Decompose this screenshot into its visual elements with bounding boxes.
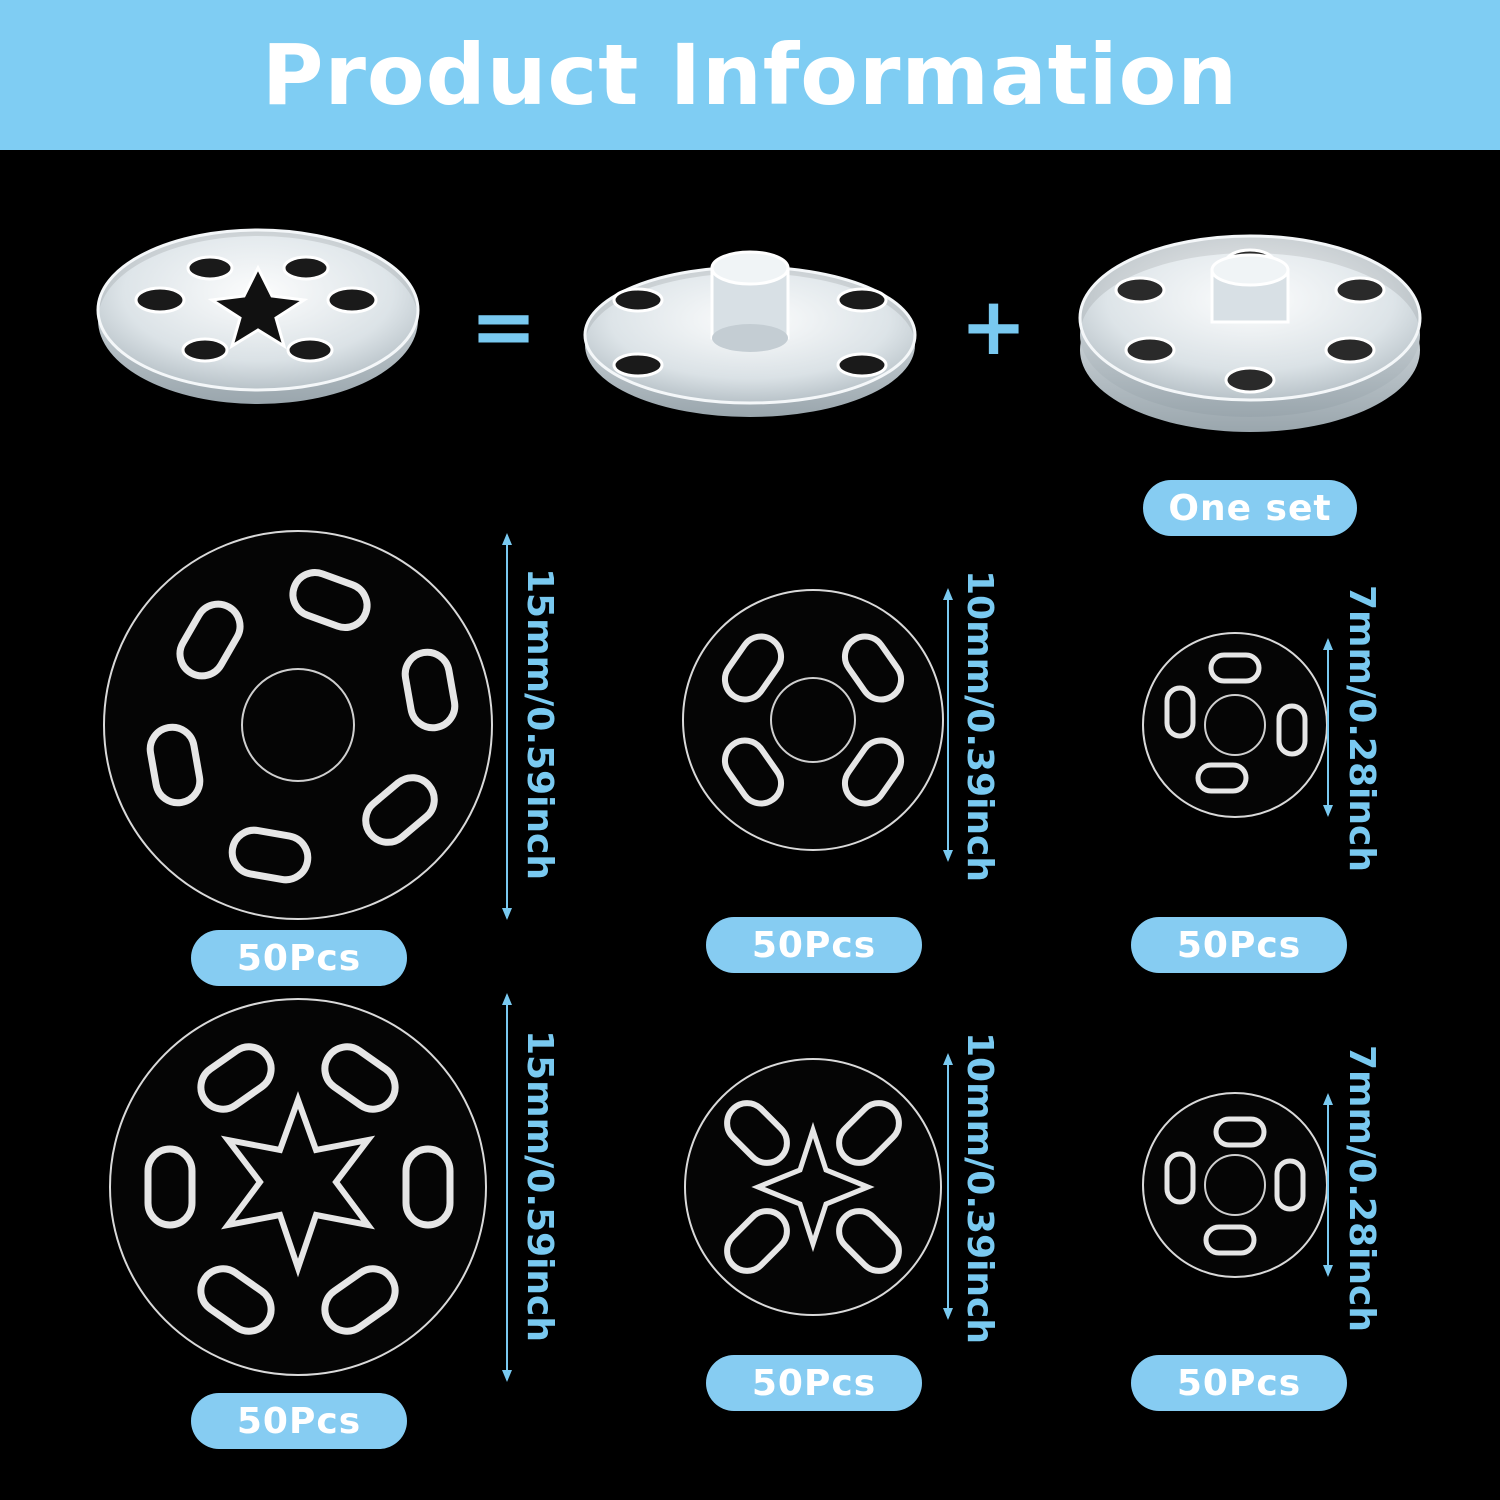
snap-socket-perspective (96, 228, 420, 404)
equals-sign: = (470, 280, 538, 373)
one-set-badge: One set (1143, 480, 1357, 536)
snap-socket-7mm (1142, 1092, 1328, 1278)
qty-label: 50Pcs (751, 1362, 877, 1404)
size-label-10mm-row2: 10mm/0.39inch (959, 1032, 1000, 1345)
qty-label: 50Pcs (236, 1400, 362, 1442)
size-label-7mm-row1: 7mm/0.28inch (1341, 585, 1382, 872)
qty-label: 50Pcs (751, 924, 877, 966)
snap-stud-10mm (682, 589, 944, 851)
qty-badge-7mm-row1: 50Pcs (1131, 917, 1347, 973)
qty-badge-15mm-row2: 50Pcs (191, 1393, 407, 1449)
plus-sign: + (960, 280, 1028, 373)
qty-badge-15mm-row1: 50Pcs (191, 930, 407, 986)
snap-stud-7mm (1142, 632, 1328, 818)
page-title: Product Information (261, 26, 1239, 124)
snap-stud-perspective (583, 250, 917, 417)
snap-set-perspective (1078, 234, 1422, 432)
qty-badge-10mm-row1: 50Pcs (706, 917, 922, 973)
qty-badge-7mm-row2: 50Pcs (1131, 1355, 1347, 1411)
qty-label: 50Pcs (1176, 924, 1302, 966)
snap-socket-10mm (684, 1058, 942, 1316)
snap-socket-15mm (109, 998, 487, 1376)
qty-label: 50Pcs (1176, 1362, 1302, 1404)
size-label-15mm-row2: 15mm/0.59inch (519, 1030, 560, 1343)
size-label-15mm-row1: 15mm/0.59inch (519, 568, 560, 881)
qty-label: 50Pcs (236, 937, 362, 979)
snap-stud-15mm (103, 530, 493, 920)
size-label-10mm-row1: 10mm/0.39inch (959, 570, 1000, 883)
size-label-7mm-row2: 7mm/0.28inch (1341, 1045, 1382, 1332)
qty-badge-10mm-row2: 50Pcs (706, 1355, 922, 1411)
header-banner: Product Information (0, 0, 1500, 150)
one-set-label: One set (1168, 487, 1332, 529)
